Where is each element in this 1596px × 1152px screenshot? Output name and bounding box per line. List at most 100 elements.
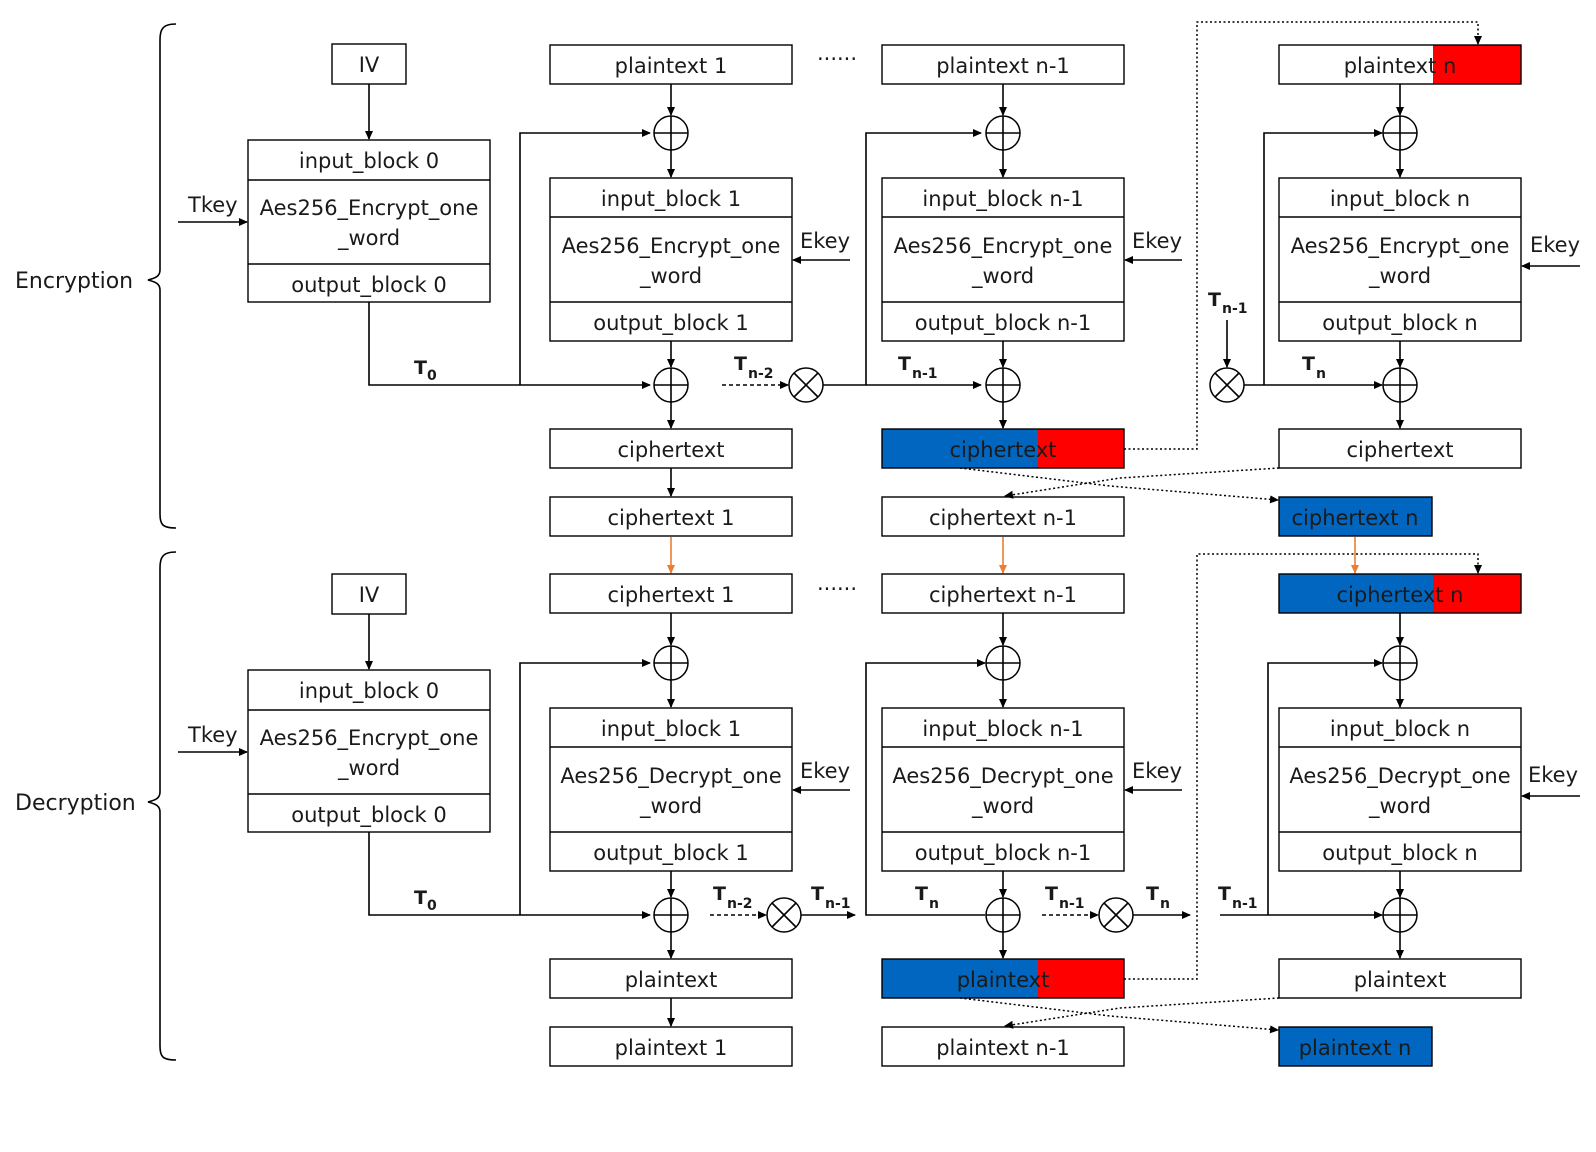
enc-xor-n1-bot: [985, 367, 1021, 403]
enc-block-0: input_block 0 Aes256_Encrypt_one _word o…: [247, 139, 491, 303]
enc-tn-branch: [1263, 129, 1383, 385]
dec-t0-wire: [368, 832, 651, 919]
enc-b1-fn1: Aes256_Encrypt_one: [562, 234, 781, 259]
enc-ciphertext-1: [549, 496, 793, 537]
enc-t0-sub: 0: [427, 368, 437, 384]
dec-tn-sub: n: [929, 896, 939, 912]
dec-tkey-label: Tkey: [187, 723, 238, 747]
dec-b0-output: output_block 0: [291, 803, 447, 828]
dec-ekey-n-label: Ekey: [1528, 763, 1578, 787]
enc-tn1-sub: n-1: [912, 366, 938, 382]
enc-ciphertext-1-label: ciphertext 1: [607, 506, 734, 530]
dec-tnb-main: T: [1146, 883, 1159, 905]
enc-xor-n1-top: [985, 115, 1021, 151]
enc-tn1b-sub: n-1: [1222, 301, 1248, 317]
dec-t0-branch: [519, 659, 651, 915]
enc-ciphertext-n: ciphertext n: [1278, 496, 1433, 537]
dec-block-0: input_block 0 Aes256_Encrypt_one _word o…: [247, 669, 491, 833]
dec-bn-input: input_block n: [1330, 717, 1470, 742]
dec-tn1-main: T: [811, 883, 824, 905]
enc-swap-to-n: [959, 467, 1279, 504]
dec-block-1: input_block 1 Aes256_Decrypt_one _word o…: [549, 707, 793, 872]
enc-tn1-main: T: [898, 353, 911, 375]
dec-tn1b-main: T: [1045, 883, 1058, 905]
dec-b1-fn2: _word: [639, 794, 702, 819]
dec-ciphertext-1: [549, 573, 793, 614]
enc-tn2-main: T: [734, 353, 747, 375]
dec-xor-n1-bot: [985, 897, 1021, 933]
enc-block-n: input_block n Aes256_Encrypt_one _word o…: [1278, 177, 1522, 342]
dec-iv-box: [331, 573, 407, 615]
dec-tn-main: T: [915, 883, 928, 905]
enc-ciphertext-n1-split: ciphertext: [881, 428, 1125, 469]
enc-bn-input: input_block n: [1330, 187, 1470, 212]
dec-plaintext-1-label: plaintext 1: [615, 1036, 728, 1060]
dec-mul-2: [1098, 897, 1134, 933]
dec-b1-fn1: Aes256_Decrypt_one: [560, 764, 781, 789]
dec-swap-to-n1: [1004, 997, 1280, 1029]
enc-ciphertext-n-temp: [1278, 428, 1522, 469]
dec-tn1b-sub: n-1: [1059, 896, 1085, 912]
dec-plaintext-n1-split: plaintext: [881, 958, 1125, 999]
enc-tn1b-main: T: [1208, 289, 1221, 311]
dec-b0-fn1: Aes256_Encrypt_one: [260, 726, 479, 751]
dec-plaintext-1: [549, 1026, 793, 1067]
dec-plaintext-1-temp-label: plaintext: [625, 968, 718, 992]
enc-xor-1-bot: [653, 367, 689, 403]
enc-b1-output: output_block 1: [593, 311, 749, 336]
dec-tn1-sub: n-1: [825, 896, 851, 912]
dec-block-n1: input_block n-1 Aes256_Decrypt_one _word…: [881, 707, 1125, 872]
dec-xor-1-bot: [653, 897, 689, 933]
enc-bn-output: output_block n: [1322, 311, 1477, 336]
dec-xor-n1-top: [985, 645, 1021, 681]
enc-ekey-n-label: Ekey: [1530, 233, 1580, 257]
enc-plaintext-1: [549, 44, 793, 85]
dec-xor-n-top: [1382, 645, 1418, 681]
enc-ciphertext-n1-label: ciphertext n-1: [929, 506, 1077, 530]
dec-b0-input: input_block 0: [299, 679, 439, 704]
dec-tn1c-branch: [1267, 659, 1383, 915]
dec-dots: ······: [817, 577, 857, 601]
enc-bn1-output: output_block n-1: [915, 311, 1091, 336]
dec-swap-to-n: [959, 997, 1279, 1034]
enc-xor-1-top: [653, 115, 689, 151]
dec-bn-fn1: Aes256_Decrypt_one: [1289, 764, 1510, 789]
dec-bn1-fn2: _word: [971, 794, 1034, 819]
dec-ciphertext-n1: [881, 573, 1125, 614]
enc-b0-fn1: Aes256_Encrypt_one: [260, 196, 479, 221]
enc-ciphertext-n1: [881, 496, 1125, 537]
enc-plaintext-n1-label: plaintext n-1: [936, 54, 1070, 78]
dec-plaintext-1-temp: [549, 958, 793, 999]
dec-ekey-1-label: Ekey: [800, 759, 850, 783]
decryption-brace: [147, 551, 177, 1061]
enc-bn1-fn2: _word: [971, 264, 1034, 289]
dec-tnb-sub: n: [1160, 896, 1170, 912]
enc-b0-input: input_block 0: [299, 149, 439, 174]
enc-bn-fn2: _word: [1368, 264, 1431, 289]
dec-tn1c-main: T: [1218, 883, 1231, 905]
decryption-label: Decryption: [15, 791, 136, 816]
dec-plaintext-n-label: plaintext n: [1299, 1036, 1412, 1060]
enc-bn1-fn1: Aes256_Encrypt_one: [894, 234, 1113, 259]
enc-swap-to-n1: [1004, 467, 1280, 499]
enc-plaintext-n: plaintext n: [1278, 44, 1522, 85]
dec-plaintext-n1: [881, 1026, 1125, 1067]
enc-tkey-label: Tkey: [187, 193, 238, 217]
enc-bn-fn1: Aes256_Encrypt_one: [1291, 234, 1510, 259]
enc-t0-main: T: [414, 357, 427, 379]
enc-b0-output: output_block 0: [291, 273, 447, 298]
enc-mul-1: [788, 367, 824, 403]
enc-ciphertext-n1-split-label: ciphertext: [949, 438, 1056, 462]
enc-plaintext-n1: [881, 44, 1125, 85]
dec-ciphertext-n-label: ciphertext n: [1336, 583, 1463, 607]
enc-iv-box: [331, 43, 407, 85]
enc-bn1-input: input_block n-1: [922, 187, 1083, 212]
dec-b0-fn2: _word: [337, 756, 400, 781]
enc-xor-n-bot: [1382, 367, 1418, 403]
enc-ciphertext-n-label: ciphertext n: [1291, 506, 1418, 530]
dec-tn-loop: [865, 659, 986, 916]
dec-ciphertext-n: ciphertext n: [1278, 573, 1522, 614]
dec-xor-1-top: [653, 645, 689, 681]
dec-iv-label: IV: [359, 583, 380, 607]
enc-tn-sub: n: [1316, 366, 1326, 382]
